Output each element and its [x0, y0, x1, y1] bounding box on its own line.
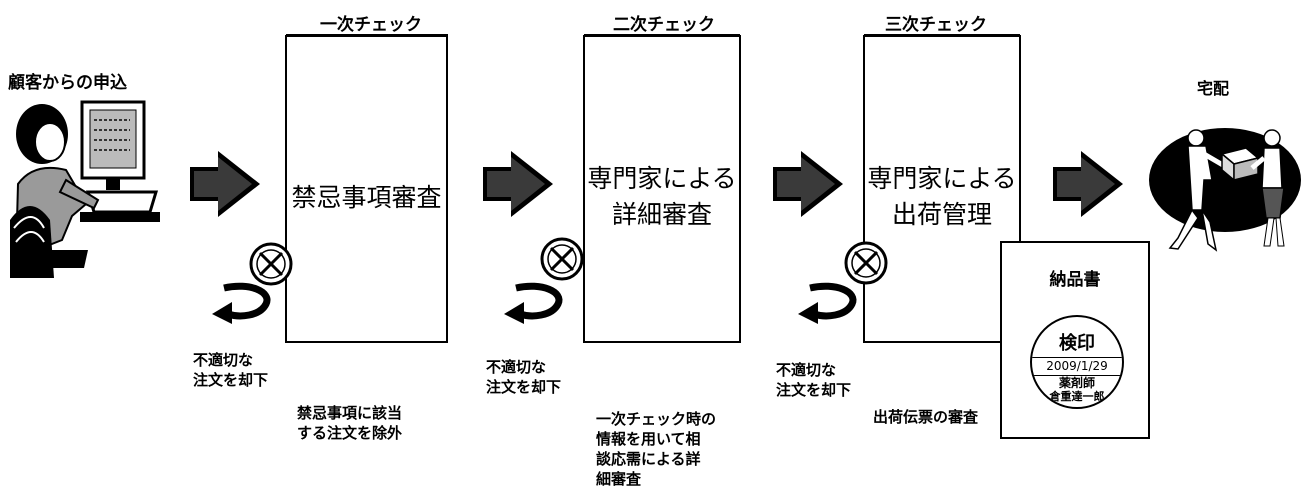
flow-arrow-4	[1053, 151, 1123, 217]
stage-3-title: 三次チェック	[885, 15, 987, 35]
flow-arrow-1	[190, 151, 260, 217]
stamp-role: 薬剤師	[1058, 376, 1095, 390]
stage-2-note: 一次チェック時の 情報を用いて相 談応需による詳 細審査	[596, 410, 717, 488]
stamp-rule-top	[1032, 357, 1122, 358]
inspection-stamp: 検印 2009/1/29 薬剤師 倉重達一郎	[1030, 315, 1124, 409]
stamp-date: 2009/1/29	[1046, 359, 1108, 373]
stage-1-box: 禁忌事項審査	[285, 35, 448, 343]
reject-label-3: 不適切な 注文を却下	[776, 361, 852, 399]
stage-2-box: 専門家による 詳細審査	[583, 35, 741, 343]
stage-1-title: 一次チェック	[320, 15, 422, 35]
stamp-label: 検印	[1059, 333, 1095, 354]
return-arrow-icon-1	[212, 282, 271, 324]
reject-label-2: 不適切な 注文を却下	[486, 358, 562, 396]
stamp-name: 倉重達一郎	[1049, 390, 1105, 403]
customer-label: 顧客からの申込	[8, 73, 127, 93]
return-arrow-icon-2	[504, 282, 563, 324]
prohibition-icon-2	[540, 237, 584, 281]
delivery-handover-illustration	[1149, 128, 1301, 252]
flow-arrow-2	[483, 151, 553, 217]
customer-at-computer-illustration	[10, 100, 160, 278]
stage-3-box: 専門家による 出荷管理	[863, 35, 1021, 343]
stamp-rule-bottom	[1032, 375, 1122, 376]
stage-1-note: 禁忌事項に該当 する注文を除外	[297, 404, 403, 442]
stage-2-box-text: 専門家による 詳細審査	[587, 164, 737, 229]
prohibition-icon-3	[844, 241, 888, 285]
prohibition-icon-1	[249, 242, 293, 286]
invoice-document: 納品書 検印 2009/1/29 薬剤師 倉重達一郎	[1000, 241, 1150, 439]
flow-arrow-3	[773, 151, 843, 217]
stage-1-box-text: 禁忌事項審査	[291, 183, 442, 212]
stage-3-box-text: 専門家による 出荷管理	[867, 164, 1017, 229]
delivery-label: 宅配	[1197, 79, 1230, 98]
reject-label-1: 不適切な 注文を却下	[193, 351, 269, 389]
stage-2-title: 二次チェック	[613, 15, 715, 35]
return-arrow-icon-3	[798, 282, 857, 324]
invoice-title: 納品書	[1049, 270, 1101, 290]
stage-3-note: 出荷伝票の審査	[873, 408, 979, 426]
